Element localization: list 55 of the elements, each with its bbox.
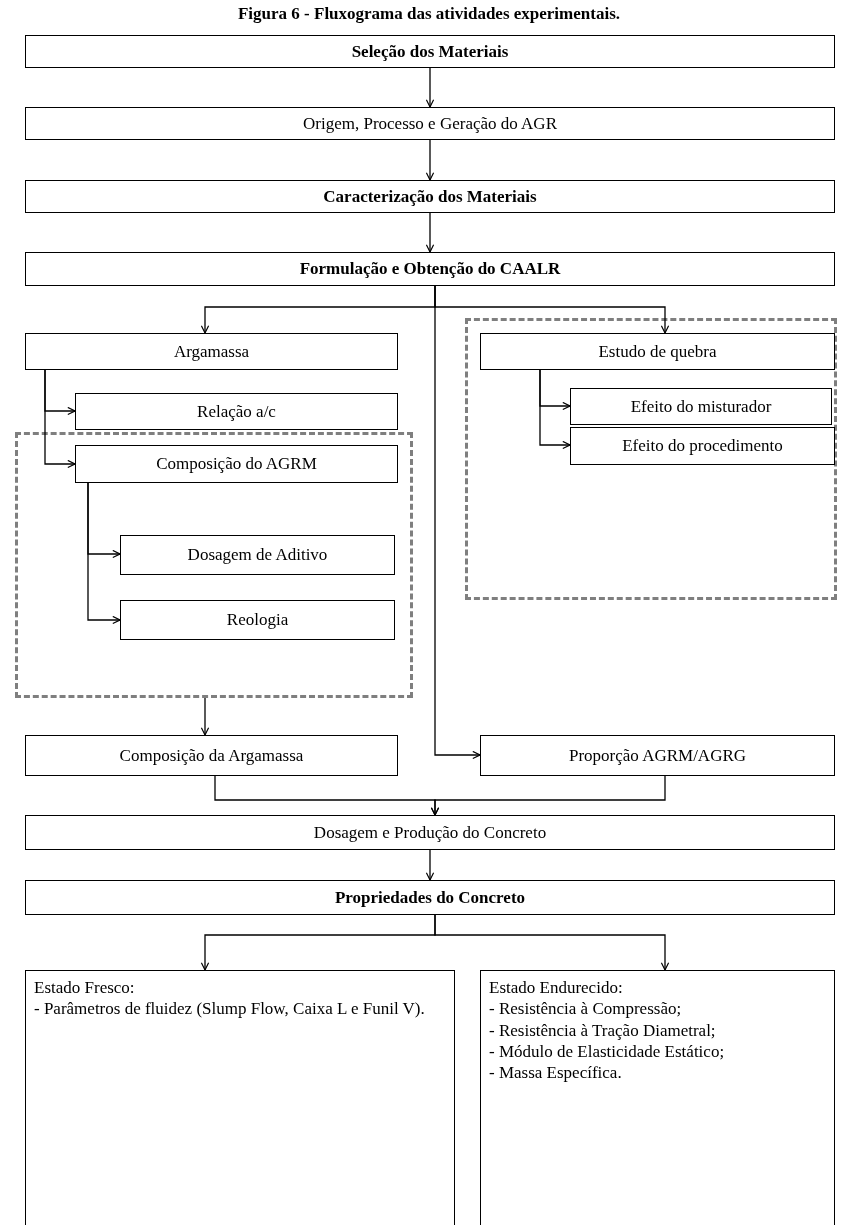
box-heading: Estado Endurecido: xyxy=(489,977,624,999)
arrow xyxy=(87,482,121,625)
box-heading: Estado Fresco: xyxy=(34,977,136,999)
process-box xyxy=(25,735,398,776)
arrow xyxy=(425,139,435,181)
box-label: Proporção AGRM/AGRG xyxy=(568,745,747,766)
arrow xyxy=(434,285,481,760)
arrow xyxy=(44,369,76,469)
box-label: Composição da Argamassa xyxy=(119,745,304,766)
arrow xyxy=(200,697,210,736)
process-box xyxy=(25,107,835,140)
box-label: Composição do AGRM xyxy=(156,454,317,474)
process-box xyxy=(25,880,835,915)
box-label: Dosagem e Produção do Concreto xyxy=(313,822,547,843)
box-label: Propriedades do Concreto xyxy=(334,887,526,908)
box-label: Formulação e Obtenção do CAALR xyxy=(299,259,561,279)
list-item: - Módulo de Elasticidade Estático; xyxy=(489,1040,726,1062)
arrow xyxy=(425,67,435,108)
arrow xyxy=(425,849,435,881)
figure-title: Figura 6 - Fluxograma das atividades experimentais. xyxy=(237,4,621,24)
process-box xyxy=(25,252,835,286)
process-box xyxy=(480,333,835,370)
arrow xyxy=(539,369,571,450)
process-box xyxy=(75,393,398,430)
box-label: Origem, Processo e Geração do AGR xyxy=(303,113,557,134)
box-label: Estudo de quebra xyxy=(598,341,717,362)
box-label: Dosagem de Aditivo xyxy=(187,545,328,565)
process-box xyxy=(75,445,398,483)
process-box xyxy=(120,600,395,640)
box-label: Relação a/c xyxy=(197,401,276,422)
process-box xyxy=(480,735,835,776)
process-box xyxy=(570,388,832,425)
arrow xyxy=(425,212,435,253)
list-item: - Resistência à Tração Diametral; xyxy=(489,1019,717,1041)
box-label: Seleção dos Materiais xyxy=(351,41,509,62)
process-box xyxy=(480,970,835,1225)
list-item: - Parâmetros de fluidez (Slump Flow, Caixa L e Funil V). xyxy=(34,998,426,1020)
box-label: Reologia xyxy=(226,610,289,630)
dashed-group-box xyxy=(15,432,413,698)
arrow xyxy=(430,775,666,816)
process-box xyxy=(25,970,455,1225)
box-label: Efeito do misturador xyxy=(630,396,772,417)
process-box xyxy=(25,333,398,370)
list-item: - Massa Específica. xyxy=(489,1062,623,1084)
process-box xyxy=(570,427,835,465)
list-item: - Resistência à Compressão; xyxy=(489,998,683,1020)
arrow xyxy=(434,914,670,971)
box-label: Caracterização dos Materiais xyxy=(323,186,537,207)
process-box xyxy=(120,535,395,575)
box-label: Argamassa xyxy=(173,341,250,362)
process-box xyxy=(25,180,835,213)
process-box xyxy=(25,815,835,850)
dashed-group-box xyxy=(465,318,837,600)
process-box xyxy=(25,35,835,68)
box-label: Efeito do procedimento xyxy=(622,436,783,456)
